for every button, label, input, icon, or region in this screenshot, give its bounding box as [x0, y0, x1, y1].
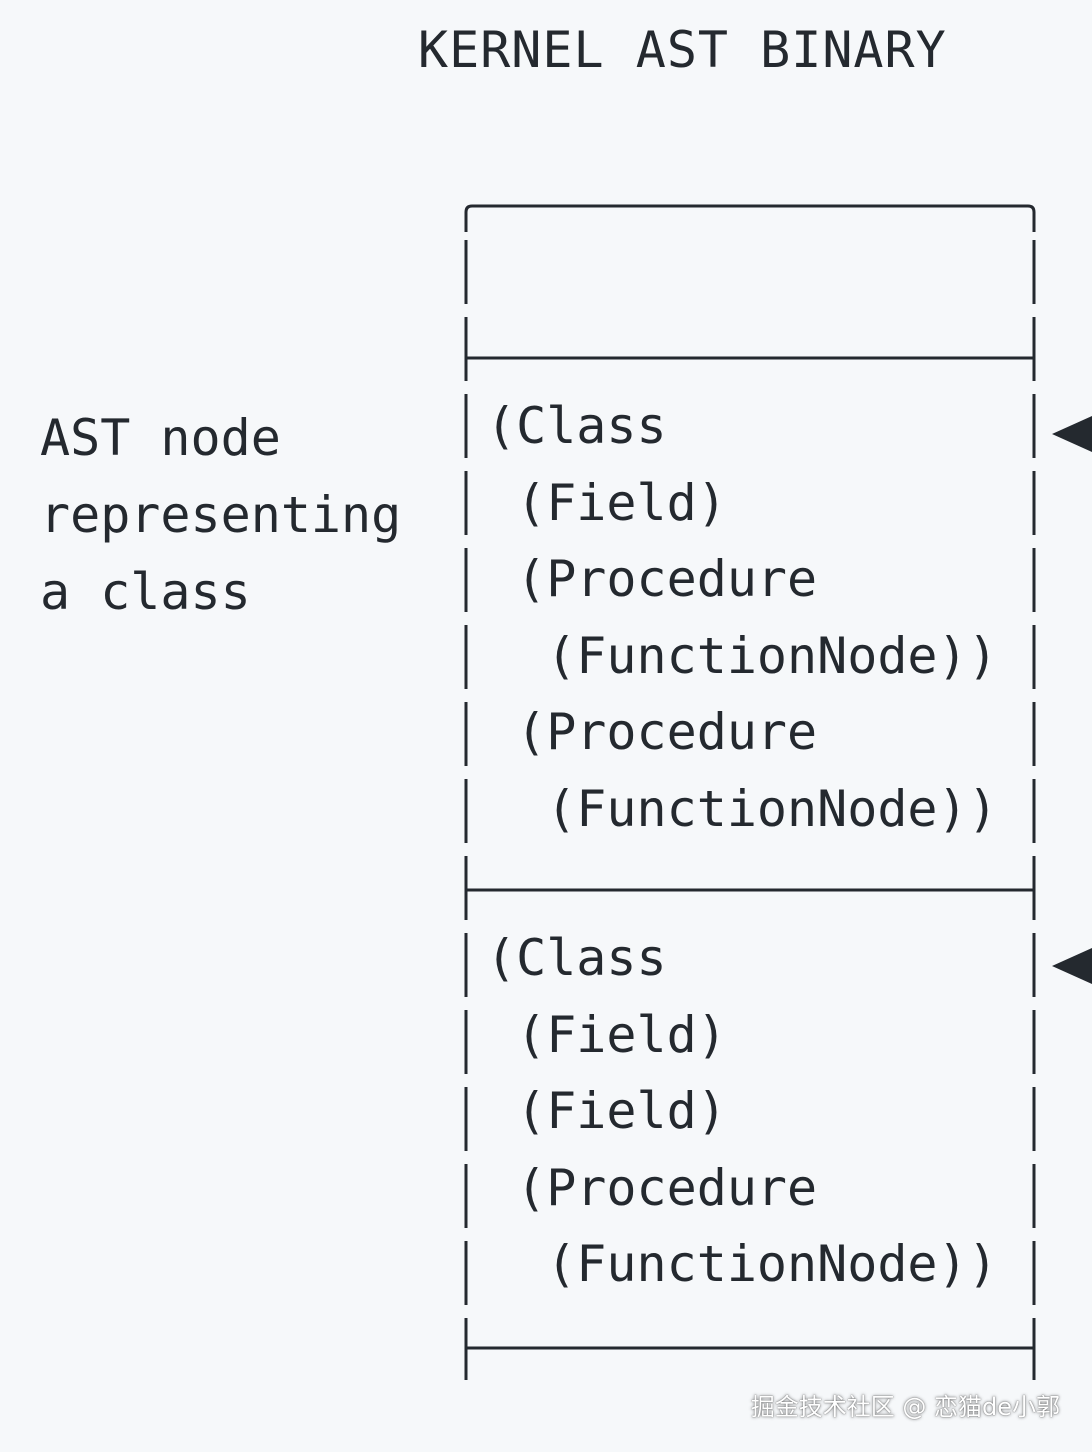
code-line: (FunctionNode)) [486, 779, 998, 838]
code-line: (Field) [486, 1005, 727, 1064]
code-line: (Field) [486, 473, 727, 532]
code-line: (FunctionNode)) [486, 626, 998, 685]
box-top-edge [464, 204, 1036, 232]
watermark: 掘金技术社区 @ 恋猫de小郭 [750, 1393, 1060, 1421]
arrow-icon [1052, 948, 1092, 984]
code-line: (Class [486, 397, 667, 455]
diagram-title: KERNEL AST BINARY [418, 21, 947, 79]
side-label-line: AST node [40, 409, 281, 467]
code-line: (Class [486, 929, 667, 987]
code-line: (Procedure [486, 550, 818, 608]
code-line: (Procedure [486, 703, 818, 761]
side-label: AST node representing a class [40, 400, 401, 631]
arrow-icon [1052, 416, 1092, 452]
side-label-line: representing [40, 486, 402, 544]
code-line: (Procedure [486, 1158, 818, 1217]
code-line: (Field) [486, 1082, 727, 1140]
side-label-line: a class [40, 563, 251, 621]
code-line: (FunctionNode)) [486, 1235, 998, 1293]
